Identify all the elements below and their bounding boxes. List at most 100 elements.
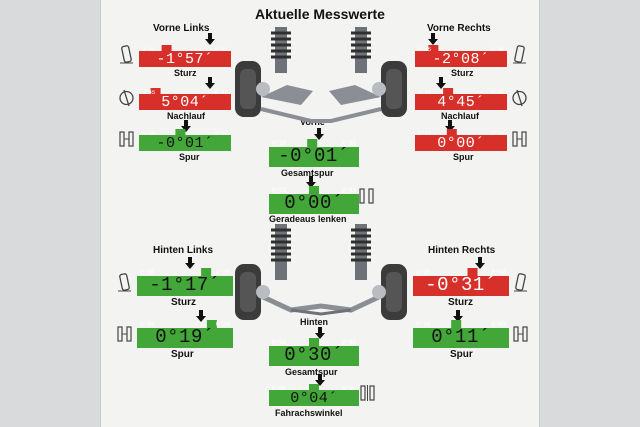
- tolerance-max: 0°45: [490, 46, 504, 53]
- rear-right-camber-gauge: 1°35 0°40 -0°31´: [413, 268, 509, 296]
- gauge-bar: [415, 88, 507, 110]
- toe-icon: [117, 326, 132, 342]
- gauge-bar: [413, 320, 509, 348]
- toe-value: 0°11´: [431, 326, 491, 348]
- toe-label: Spur: [179, 152, 200, 162]
- tolerance-max: 0°40: [341, 339, 356, 346]
- tolerance-max: 1°35: [215, 269, 230, 276]
- tolerance-min: 0°08: [272, 385, 286, 392]
- camber-icon: [514, 273, 527, 292]
- camber-label: Sturz: [171, 297, 196, 308]
- gauge-bar: [137, 268, 233, 296]
- tolerance-min: 1°35: [416, 269, 431, 276]
- toe-label: Spur: [453, 152, 474, 162]
- camber-value: -1°17´: [149, 274, 221, 296]
- camber-icon: [118, 273, 131, 292]
- camber-value: -2°08´: [432, 51, 490, 68]
- camber-icon: [120, 45, 133, 64]
- camber-value: -1°57´: [156, 51, 214, 68]
- camber-label: Sturz: [174, 68, 197, 78]
- tolerance-min: 4°45: [418, 89, 432, 96]
- tolerance-max: 6°45: [490, 89, 504, 96]
- camber-value: -0°31´: [425, 274, 497, 296]
- toe-value: 0°19´: [155, 326, 215, 348]
- tolerance-max: 0°20: [215, 321, 230, 328]
- caster-value: 5°04´: [161, 94, 209, 111]
- front-total-toe-gauge: 0°20 0°00 -0°01´: [269, 139, 359, 167]
- toe-icon: [512, 131, 527, 147]
- tolerance-max: 0°40: [491, 269, 506, 276]
- toe-icon: [513, 326, 528, 342]
- tolerance-max: 0°10: [490, 130, 504, 137]
- gauge-bar: [139, 129, 231, 151]
- caster-value: 4°45´: [437, 94, 485, 111]
- front-right-toe-gauge: 0°00 0°10 0°00´: [415, 129, 507, 152]
- front-axle-illustration: [235, 27, 407, 123]
- gauge-bar: [139, 45, 231, 67]
- front-left-toe-gauge: 0°00 0°09 -0°01´: [139, 129, 231, 152]
- total-toe-label: Gesamtspur: [285, 367, 338, 377]
- toe-value: 0°00´: [437, 135, 485, 152]
- gauge-bar: [139, 88, 231, 110]
- steering-straight-gauge: 0°03 0°03 0°00´: [269, 186, 359, 214]
- tolerance-min: 4°45: [142, 89, 156, 96]
- tolerance-min: 0°00: [418, 130, 432, 137]
- front-left-heading: Vorne Links: [153, 23, 210, 34]
- thrust-angle-gauge: 0°08 0°08 0°04´: [269, 384, 359, 407]
- front-left-camber-gauge: 0°45 -0°45 -1°57´: [139, 45, 231, 68]
- tolerance-min: 0°20: [416, 321, 431, 328]
- tolerance-min: 0°03: [140, 321, 155, 328]
- tolerance-max: 0°03: [341, 187, 356, 194]
- gauge-bar: [269, 338, 359, 366]
- thrust-label: Fahrachswinkel: [275, 408, 343, 418]
- rear-center-heading: Hinten: [300, 317, 328, 327]
- rear-axle-illustration: [235, 224, 407, 320]
- caster-label: Nachlauf: [441, 111, 480, 121]
- steering-value: 0°00´: [284, 192, 344, 214]
- rear-right-toe-gauge: 0°20 0°03 0°11´: [413, 320, 509, 348]
- tolerance-max: 6°45: [214, 89, 228, 96]
- arrow-down-icon: [453, 310, 463, 322]
- rear-left-heading: Hinten Links: [153, 245, 214, 256]
- tolerance-max: 0°03: [491, 321, 506, 328]
- gauge-bar: [413, 268, 509, 296]
- arrow-down-icon: [205, 33, 215, 45]
- toe-value: -0°01´: [156, 135, 214, 152]
- gauge-bar: [269, 186, 359, 214]
- tolerance-min: 0°03: [272, 187, 287, 194]
- arrow-down-icon: [205, 77, 215, 89]
- toe-label: Spur: [450, 349, 473, 360]
- tolerance-max: 0°00: [341, 140, 356, 147]
- arrow-down-icon: [475, 257, 485, 269]
- thrust-icon: [360, 385, 375, 401]
- caster-label: Nachlauf: [167, 111, 206, 121]
- page-title: Aktuelle Messwerte: [255, 6, 385, 22]
- arrow-down-icon: [196, 310, 206, 322]
- toe-icon: [119, 131, 134, 147]
- rear-total-toe-gauge: 0°05 0°40 0°30´: [269, 338, 359, 366]
- tolerance-max: 0°08: [342, 385, 356, 392]
- tolerance-min: 0°45: [142, 46, 156, 53]
- camber-label: Sturz: [448, 297, 473, 308]
- rear-left-camber-gauge: 0°40 1°35 -1°17´: [137, 268, 233, 296]
- total-toe-value: -0°01´: [278, 145, 350, 167]
- tolerance-min: 0°05: [272, 339, 287, 346]
- gauge-bar: [415, 129, 507, 151]
- arrow-down-icon: [436, 77, 446, 89]
- steering-icon: [359, 188, 374, 204]
- arrow-down-icon: [306, 176, 316, 188]
- tolerance-min: 0°00: [142, 130, 156, 137]
- arrow-down-icon: [315, 374, 325, 386]
- camber-label: Sturz: [451, 68, 474, 78]
- total-toe-value: 0°30´: [284, 344, 344, 366]
- tolerance-min: 0°20: [272, 140, 287, 147]
- toe-label: Spur: [171, 349, 194, 360]
- tolerance-min: 0°45: [418, 46, 432, 53]
- total-toe-label: Gesamtspur: [281, 168, 334, 178]
- arrow-down-icon: [315, 327, 325, 339]
- steering-label: Geradeaus lenken: [269, 214, 347, 224]
- rear-right-heading: Hinten Rechts: [428, 245, 496, 256]
- arrow-down-icon: [185, 257, 195, 269]
- front-right-camber-gauge: 0°45 0°45 -2°08´: [415, 45, 507, 68]
- gauge-bar: [269, 139, 359, 167]
